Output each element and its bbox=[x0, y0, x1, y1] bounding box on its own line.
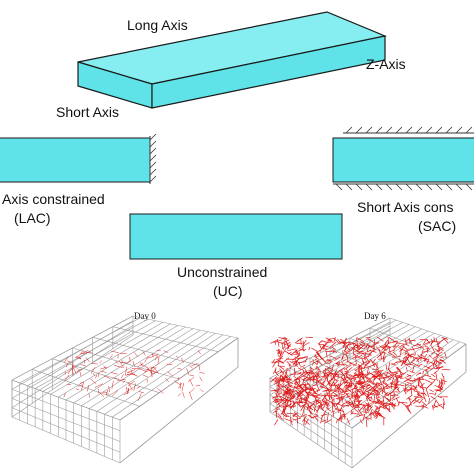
uc-abbr: (UC) bbox=[213, 283, 243, 299]
day6-title: Day 6 bbox=[364, 311, 386, 321]
short-axis-label: Short Axis bbox=[56, 104, 119, 120]
sac-abbr: (SAC) bbox=[418, 218, 456, 234]
sac-block bbox=[332, 137, 474, 183]
long-axis-label: Long Axis bbox=[127, 17, 188, 33]
lac-abbr: (LAC) bbox=[14, 210, 51, 226]
sac-hatching bbox=[335, 183, 473, 191]
lac-hatching bbox=[149, 133, 157, 183]
day0-mesh bbox=[11, 315, 239, 464]
sac-label: Short Axis cons bbox=[357, 199, 454, 215]
box-side-face bbox=[151, 35, 386, 109]
uc-label: Unconstrained bbox=[177, 264, 267, 280]
lac-block bbox=[0, 137, 151, 183]
axes-box bbox=[77, 11, 388, 109]
z-axis-label: Z-Axis bbox=[366, 56, 406, 72]
lac-label: Axis constrained bbox=[2, 191, 105, 207]
uc-block bbox=[129, 213, 343, 260]
day6-mesh bbox=[269, 317, 467, 469]
sac-top-hatching bbox=[345, 126, 473, 134]
day0-title: Day 0 bbox=[134, 311, 156, 321]
